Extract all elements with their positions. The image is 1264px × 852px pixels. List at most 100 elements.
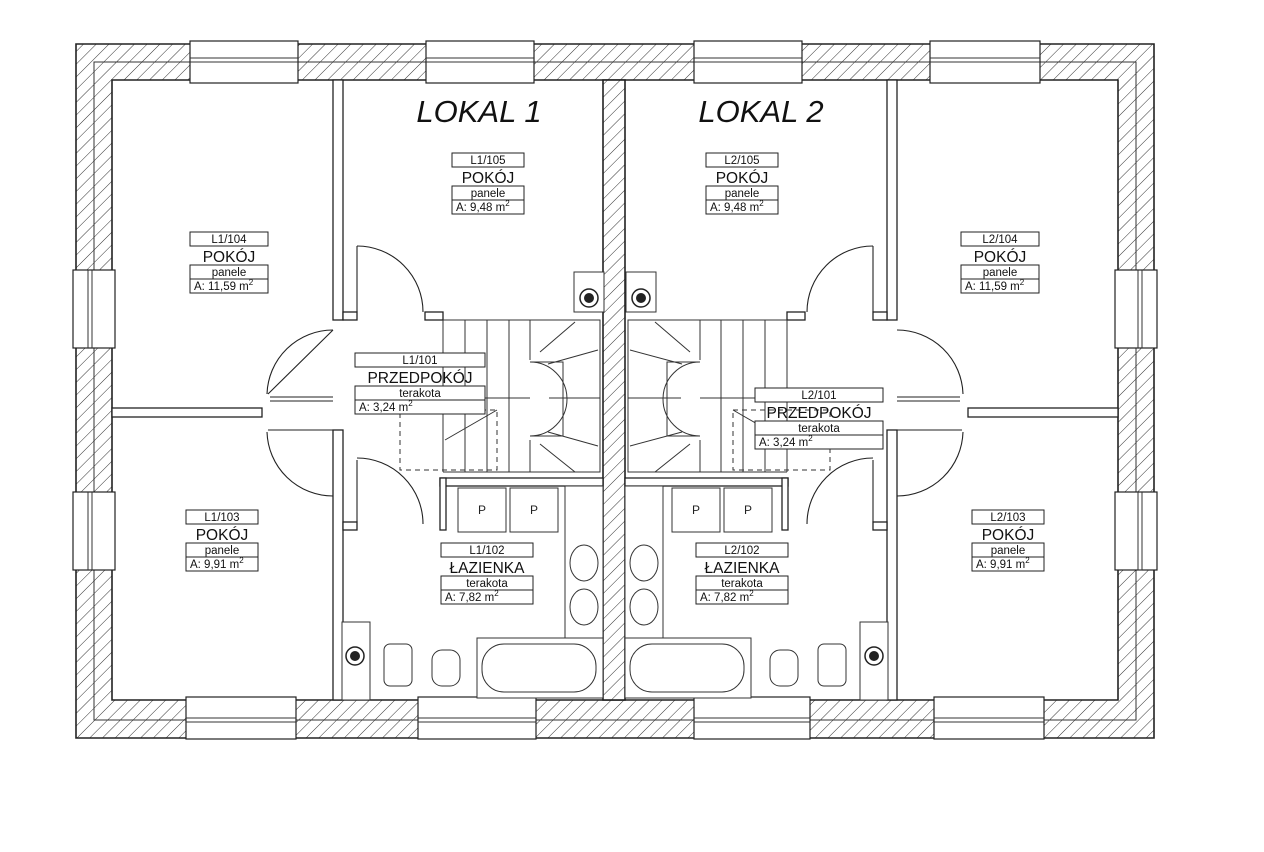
room-area: A: 11,59 m2 <box>965 278 1025 293</box>
room-code: L1/105 <box>470 155 505 167</box>
room-area: A: 9,48 m2 <box>710 199 764 214</box>
room-area: A: 7,82 m2 <box>700 589 754 604</box>
room-name: POKÓJ <box>203 249 256 266</box>
room-name: POKÓJ <box>974 249 1027 266</box>
room-name: POKÓJ <box>462 170 515 187</box>
room-floor-finish: panele <box>991 545 1026 557</box>
room-code: L1/101 <box>402 355 437 367</box>
room-area: A: 9,91 m2 <box>976 556 1030 571</box>
window-bottom-2 <box>417 696 537 740</box>
bathtub-icon <box>476 637 752 699</box>
room-area-value: A: 11,59 m <box>965 281 1020 293</box>
party-wall <box>602 79 626 701</box>
room-name: POKÓJ <box>196 527 249 544</box>
window-top-3 <box>693 40 803 84</box>
window-bottom-1 <box>185 696 297 740</box>
chimney-icon <box>341 271 889 701</box>
area-unit-exponent: 2 <box>1025 556 1030 565</box>
washbasin-icon <box>564 485 664 639</box>
room-floor-finish: terakota <box>798 423 840 435</box>
room-code: L1/102 <box>469 545 504 557</box>
room-area: A: 11,59 m2 <box>194 278 254 293</box>
appliance-label: P <box>692 503 700 517</box>
room-name: PRZEDPOKÓJ <box>367 370 472 387</box>
window-top-2 <box>425 40 535 84</box>
area-unit-exponent: 2 <box>808 434 813 443</box>
room-code: L2/102 <box>724 545 759 557</box>
room-area: A: 9,48 m2 <box>456 199 510 214</box>
window-bottom-4 <box>933 696 1045 740</box>
window-top-1 <box>189 40 299 84</box>
doors <box>266 245 964 525</box>
room-area-value: A: 7,82 m <box>445 592 494 604</box>
room-name: ŁAZIENKA <box>450 560 526 577</box>
window-left-2 <box>72 491 116 571</box>
room-code: L1/103 <box>204 512 239 524</box>
room-floor-finish: panele <box>983 267 1018 279</box>
room-name: ŁAZIENKA <box>705 560 781 577</box>
appliance-boxes: P P P P <box>457 487 773 533</box>
room-area-value: A: 9,91 m <box>976 559 1025 571</box>
area-unit-exponent: 2 <box>408 399 413 408</box>
area-unit-exponent: 2 <box>494 589 499 598</box>
room-code: L2/101 <box>801 390 836 402</box>
room-code: L2/105 <box>724 155 759 167</box>
room-floor-finish: terakota <box>466 578 508 590</box>
unit-title-1: LOKAL 1 <box>416 94 541 129</box>
room-area-value: A: 7,82 m <box>700 592 749 604</box>
toilet-icon <box>383 643 847 687</box>
area-unit-exponent: 2 <box>759 199 764 208</box>
room-area-value: A: 3,24 m <box>759 437 808 449</box>
area-unit-exponent: 2 <box>749 589 754 598</box>
room-code: L1/104 <box>211 234 247 246</box>
window-bottom-3 <box>693 696 811 740</box>
staircase-right <box>627 319 831 473</box>
room-area: A: 3,24 m2 <box>759 434 813 449</box>
room-area-value: A: 11,59 m <box>194 281 249 293</box>
window-top-4 <box>929 40 1041 84</box>
room-area-value: A: 9,91 m <box>190 559 239 571</box>
room-code: L2/103 <box>990 512 1025 524</box>
room-floor-finish: terakota <box>399 388 441 400</box>
interior-walls <box>111 79 1119 701</box>
appliance-label: P <box>530 503 538 517</box>
room-area: A: 9,91 m2 <box>190 556 244 571</box>
room-floor-finish: panele <box>725 188 760 200</box>
room-floor-finish: panele <box>205 545 240 557</box>
room-area-value: A: 9,48 m <box>456 202 505 214</box>
area-unit-exponent: 2 <box>1020 278 1025 287</box>
window-left-1 <box>72 269 116 349</box>
room-floor-finish: terakota <box>721 578 763 590</box>
window-right-2 <box>1114 491 1158 571</box>
window-right-1 <box>1114 269 1158 349</box>
appliance-label: P <box>744 503 752 517</box>
unit-title-2: LOKAL 2 <box>698 94 823 129</box>
room-name: POKÓJ <box>716 170 769 187</box>
area-unit-exponent: 2 <box>239 556 244 565</box>
room-floor-finish: panele <box>212 267 247 279</box>
windows <box>72 40 1158 740</box>
room-name: POKÓJ <box>982 527 1035 544</box>
area-unit-exponent: 2 <box>249 278 254 287</box>
area-unit-exponent: 2 <box>505 199 510 208</box>
room-name: PRZEDPOKÓJ <box>766 405 871 422</box>
room-area-value: A: 9,48 m <box>710 202 759 214</box>
room-area: A: 7,82 m2 <box>445 589 499 604</box>
room-area-value: A: 3,24 m <box>359 402 408 414</box>
room-area: A: 3,24 m2 <box>359 399 413 414</box>
room-floor-finish: panele <box>471 188 506 200</box>
appliance-label: P <box>478 503 486 517</box>
room-code: L2/104 <box>982 234 1018 246</box>
